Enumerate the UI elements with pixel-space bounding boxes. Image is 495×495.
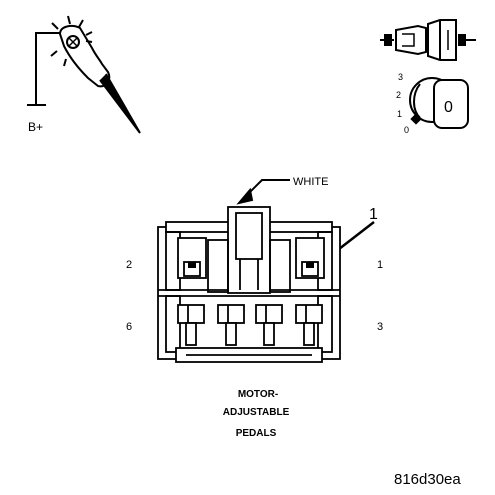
- callout-number-1: 1: [369, 206, 378, 223]
- test-light-lead-wire: [35, 32, 62, 105]
- probe-handle: [58, 25, 111, 88]
- figure-id: 816d30ea: [394, 471, 461, 488]
- cavity-6: [177, 304, 205, 346]
- ignition-switch-icon: 3 2 1 0: [396, 72, 469, 135]
- cavity-label-6: 6: [126, 321, 132, 333]
- cavity-3: [295, 304, 323, 346]
- cavity-5: [217, 304, 245, 346]
- cavity-label-1: 1: [377, 259, 383, 271]
- ignition-key-label: 0: [444, 99, 453, 116]
- probe-tip: [99, 73, 141, 134]
- connector-name-line-3: PEDALS: [236, 428, 277, 439]
- ignition-position-2: 2: [396, 90, 401, 100]
- connector-name-line-1: MOTOR-: [238, 389, 278, 400]
- cavity-4: [255, 304, 283, 346]
- color-callout-leader: [236, 179, 290, 205]
- connector-color-label: WHITE: [293, 176, 328, 188]
- connector-plug-icon: [380, 19, 476, 61]
- connector-latch: [227, 206, 271, 294]
- cavity-label-2: 2: [126, 259, 132, 271]
- ignition-position-3: 3: [398, 72, 403, 82]
- connector-name-line-2: ADJUSTABLE: [223, 407, 290, 418]
- cavity-1: [295, 237, 325, 279]
- cavity-2: [177, 237, 207, 279]
- test-light-icon: [27, 15, 141, 134]
- ignition-position-0: 0: [404, 125, 409, 135]
- ignition-key-head: [433, 79, 469, 129]
- cavity-label-3: 3: [377, 321, 383, 333]
- ignition-position-1: 1: [397, 109, 402, 119]
- b-plus-label: B+: [28, 120, 43, 134]
